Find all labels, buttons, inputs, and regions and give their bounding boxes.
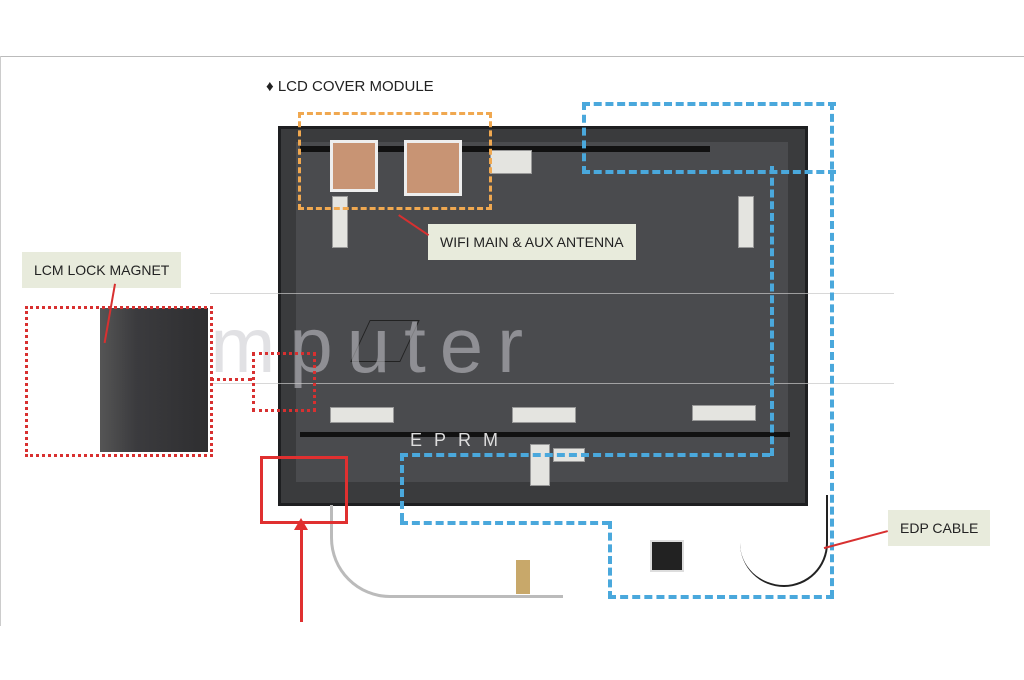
edp-highlight-box-left — [400, 453, 404, 521]
hinge-arrow-line — [300, 522, 303, 622]
wifi-antenna-label: WIFI MAIN & AUX ANTENNA — [428, 224, 636, 260]
tape — [692, 405, 756, 421]
edp-highlight-box-mid — [400, 453, 770, 457]
label-sticker — [530, 444, 550, 486]
tape — [738, 196, 754, 248]
arrow-head-icon — [294, 518, 308, 530]
tape — [490, 150, 532, 174]
edp-connector — [650, 540, 684, 572]
edp-highlight-box-step — [400, 521, 610, 525]
hinge-bar — [300, 432, 790, 437]
edp-cable — [740, 495, 828, 587]
hinge-highlight-box — [260, 456, 348, 524]
section-title-text: LCD COVER MODULE — [277, 78, 434, 95]
edp-highlight-box-inner — [770, 166, 774, 456]
magnet-zoom-photo — [28, 308, 208, 452]
page-left-border — [0, 56, 1, 626]
section-title: ♦ LCD COVER MODULE — [266, 78, 434, 95]
antenna-cable — [300, 146, 710, 152]
antenna-main — [330, 140, 378, 192]
watermark-line — [210, 293, 894, 294]
tape — [330, 407, 394, 423]
edp-highlight-box-right — [830, 102, 834, 598]
tape — [512, 407, 576, 423]
edp-highlight-box — [582, 102, 836, 174]
brand-mark: EPRM — [410, 430, 511, 450]
watermark-line — [210, 383, 894, 384]
magnet-connector-line — [210, 378, 252, 381]
edp-cable-label: EDP CABLE — [888, 510, 991, 546]
cable-loose — [330, 505, 563, 598]
antenna-aux — [404, 140, 462, 196]
diamond-bullet-icon: ♦ — [266, 78, 274, 95]
magnet-label: LCM LOCK MAGNET — [22, 252, 182, 288]
page-top-border — [0, 56, 1024, 57]
edp-highlight-box-bottom — [608, 521, 834, 599]
cable-connector — [516, 560, 530, 594]
magnet-highlight-box — [252, 352, 316, 412]
wifi-highlight-box — [298, 112, 492, 210]
magnet-zoom-box — [25, 306, 213, 457]
lcd-cover-inner — [296, 142, 788, 482]
